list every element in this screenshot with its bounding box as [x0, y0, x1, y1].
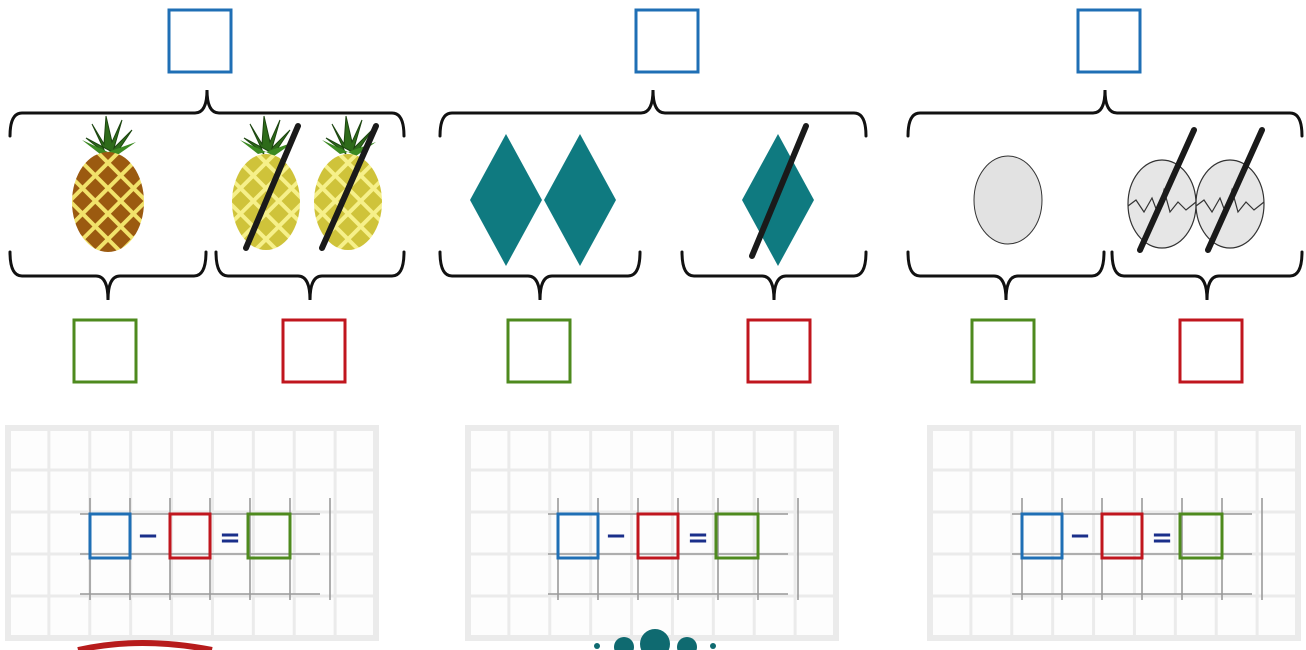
grid-layer [8, 428, 1298, 638]
crossed-brace [682, 252, 866, 300]
page-dot [594, 643, 600, 649]
faint-grid-frame [468, 428, 836, 638]
crossed-count-box[interactable] [1180, 320, 1242, 382]
minus-sign: − [605, 521, 627, 551]
corner-decoration [78, 643, 212, 650]
kept-count-box[interactable] [508, 320, 570, 382]
kept-count-box[interactable] [74, 320, 136, 382]
kept-brace [908, 252, 1104, 300]
faint-grid-frame [8, 428, 376, 638]
pineapple-icon [72, 116, 144, 252]
equals-sign: = [219, 523, 241, 553]
faint-grid-frame [930, 428, 1298, 638]
faint-grid [468, 428, 836, 638]
picture-group [72, 116, 382, 252]
equals-sign: = [1151, 523, 1173, 553]
teal-diamond-icon [470, 134, 542, 266]
crossed-brace [216, 252, 404, 300]
equals-sign: = [687, 523, 709, 553]
picture-group [974, 130, 1264, 250]
picture-group [470, 126, 814, 266]
minus-sign: − [1069, 521, 1091, 551]
kept-brace [440, 252, 640, 300]
faint-grid [8, 428, 376, 638]
faint-grid [930, 428, 1298, 638]
crossed-brace [1112, 252, 1302, 300]
kept-brace [10, 252, 206, 300]
whole-brace [908, 90, 1302, 136]
whole-count-box[interactable] [169, 10, 231, 72]
whole-count-box[interactable] [1078, 10, 1140, 72]
egg-icon [974, 156, 1042, 244]
kept-count-box[interactable] [972, 320, 1034, 382]
whole-count-box[interactable] [636, 10, 698, 72]
crossed-count-box[interactable] [748, 320, 810, 382]
pineapple-icon [232, 116, 300, 250]
minus-sign: − [137, 521, 159, 551]
teal-diamond-icon [544, 134, 616, 266]
crossed-count-box[interactable] [283, 320, 345, 382]
page-dot [710, 643, 716, 649]
